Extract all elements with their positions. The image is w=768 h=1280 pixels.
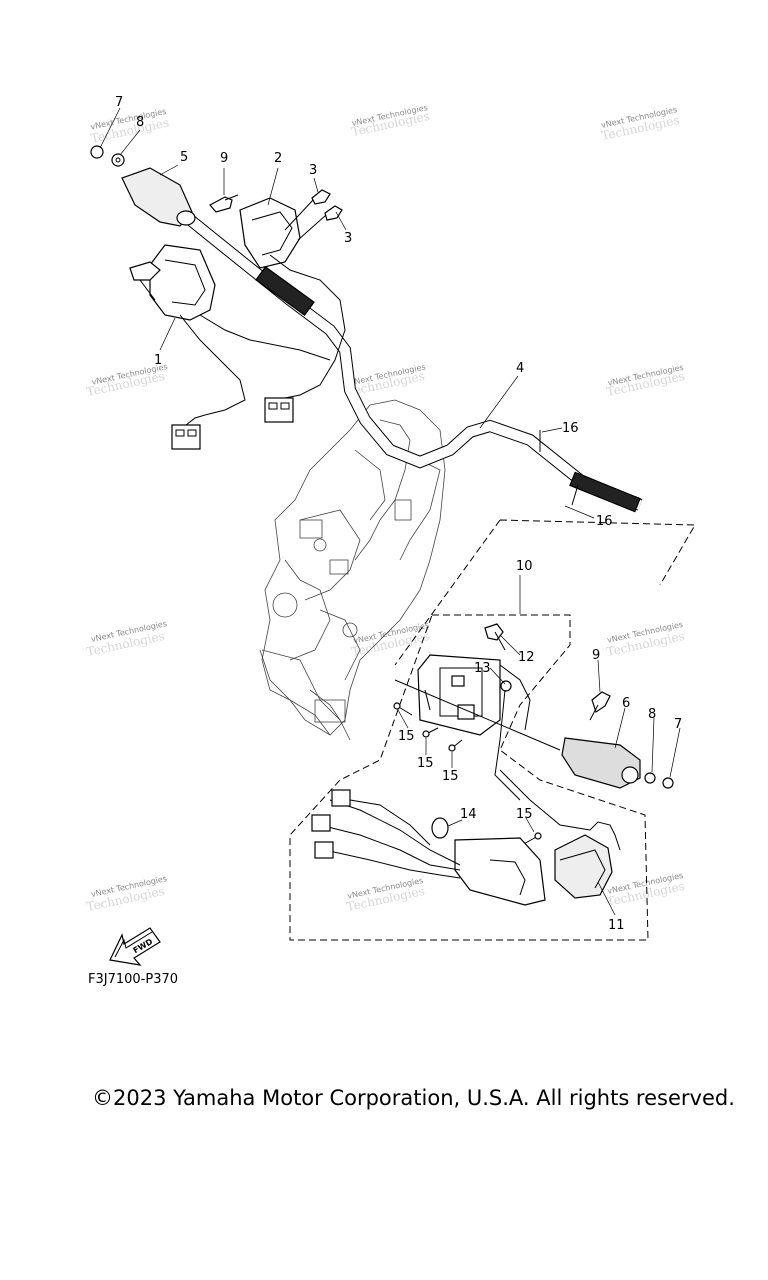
- callout-7: 7: [115, 95, 123, 110]
- callout-3: 3: [309, 163, 317, 178]
- watermark: Technologies vNext Technologies: [350, 103, 431, 139]
- callout-15: 15: [516, 807, 533, 822]
- callout-13: 13: [474, 661, 491, 676]
- left-grip: [121, 167, 196, 227]
- callout-8: 8: [648, 707, 656, 722]
- callout-15: 15: [398, 729, 415, 744]
- watermark: Technologies vNext Technologies: [85, 874, 167, 914]
- callouts: 7 8 5 9 2 3 3 1 4 16 16 10 12 13 9 6 8 7…: [115, 95, 682, 933]
- watermark: Technologies vNext Technologies: [605, 620, 686, 659]
- leader-lines: [99, 107, 681, 916]
- drawing-code: F3J7100-P370: [88, 972, 179, 987]
- control-box: [417, 623, 531, 801]
- watermark: Technologies vNext Technologies: [90, 107, 171, 146]
- left-hardware: [90, 145, 343, 241]
- right-grip: [394, 679, 674, 789]
- callout-7: 7: [674, 717, 682, 732]
- watermark: Technologies vNext Technologies: [600, 105, 681, 143]
- copyright-notice: ©2023 Yamaha Motor Corporation, U.S.A. A…: [92, 1086, 735, 1110]
- screws: [393, 702, 542, 846]
- watermark: Technologies vNext Technologies: [345, 876, 426, 914]
- watermark: Technologies vNext Technologies: [605, 871, 686, 909]
- left-switch-assembly: [129, 244, 331, 450]
- callout-9: 9: [592, 648, 600, 663]
- watermark: Technologies vNext Technologies: [350, 621, 431, 659]
- fwd-arrow-icon: FWD: [109, 927, 161, 966]
- callout-5: 5: [180, 150, 188, 165]
- callout-11: 11: [608, 918, 625, 933]
- callout-12: 12: [518, 650, 535, 665]
- callout-16: 16: [596, 514, 613, 529]
- callout-8: 8: [136, 115, 144, 130]
- watermark: Technologies vNext Technologies: [85, 619, 167, 659]
- handlebar: [174, 205, 643, 513]
- callout-2: 2: [274, 151, 282, 166]
- callout-14: 14: [460, 807, 477, 822]
- callout-16: 16: [562, 421, 579, 436]
- assembly-frame: [289, 519, 696, 941]
- callout-1: 1: [154, 353, 162, 368]
- callout-15: 15: [417, 756, 434, 771]
- wire-harness: [311, 789, 461, 879]
- callout-3: 3: [344, 231, 352, 246]
- watermark: Technologies vNext Technologies: [605, 363, 686, 399]
- callout-15: 15: [442, 769, 459, 784]
- callout-4: 4: [516, 361, 524, 376]
- callout-10: 10: [516, 559, 533, 574]
- callout-9: 9: [220, 151, 228, 166]
- start-switch: [239, 197, 346, 423]
- callout-6: 6: [622, 696, 630, 711]
- steering-column-background: [259, 399, 446, 741]
- stop-switch: [431, 769, 621, 906]
